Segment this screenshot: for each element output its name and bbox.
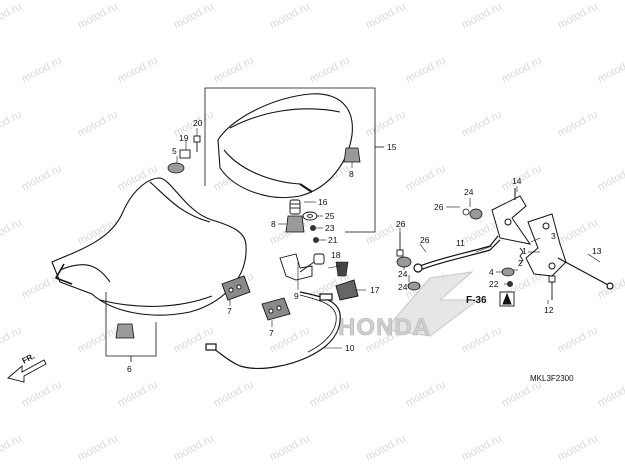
callout-26-left: 26 (396, 219, 406, 229)
rear-seat-cowl (217, 93, 353, 199)
rubber-grommet-8-lower (285, 215, 305, 233)
rod-11 (413, 235, 501, 273)
callout-24-lower: 24 (398, 282, 408, 292)
nut-23 (310, 225, 316, 231)
callout-20: 20 (193, 118, 203, 128)
collar-19 (179, 149, 191, 159)
callout-24-mid: 24 (398, 269, 408, 279)
callout-5: 5 (172, 146, 177, 156)
callout-21: 21 (328, 235, 338, 245)
diagram-code: MKL3F2300 (530, 374, 574, 383)
callout-25: 25 (325, 211, 335, 221)
front-direction-arrow (7, 359, 47, 383)
callout-labels: 20 19 5 15 8 16 8 25 23 21 24 26 14 26 2… (127, 118, 602, 374)
callout-24-top: 24 (464, 187, 474, 197)
seat-catch-17 (335, 279, 359, 301)
rod-13 (557, 257, 614, 290)
callout-3: 3 (551, 231, 556, 241)
bracket-14 (491, 188, 532, 245)
callout-2: 2 (518, 258, 523, 268)
callout-7-lower: 7 (269, 328, 274, 338)
rubber-grommet-8-upper (343, 147, 361, 163)
callout-16: 16 (318, 197, 328, 207)
callout-13: 13 (592, 246, 602, 256)
callout-26-right: 26 (434, 202, 444, 212)
bolt-12 (548, 275, 556, 300)
bolt-26-left (396, 232, 404, 257)
seat-lock-cable-10 (205, 291, 341, 369)
f36-reference-marker (499, 291, 515, 307)
callout-6: 6 (127, 364, 132, 374)
rider-seat (51, 177, 247, 316)
bolt-21 (313, 237, 319, 243)
helmet-holder-7-upper (221, 275, 251, 301)
grommet-24-mid (396, 256, 412, 268)
bolt-20 (193, 135, 201, 152)
honda-logo: HONDA (338, 271, 480, 341)
rear-cowl-group-bracket (204, 87, 384, 233)
grommet-24-lower (407, 281, 421, 291)
callout-7-upper: 7 (227, 306, 232, 316)
callout-23: 23 (325, 223, 335, 233)
nut-4-22 (501, 267, 515, 287)
lever-arm-1 (525, 213, 567, 277)
rubber-mount-5 (167, 162, 185, 174)
seat-lock-assembly (279, 253, 325, 281)
callout-17: 17 (370, 285, 380, 295)
callout-18: 18 (331, 250, 341, 260)
callout-19: 19 (179, 133, 189, 143)
callout-10: 10 (345, 343, 355, 353)
seat-bracket-6 (105, 292, 157, 362)
callout-9: 9 (294, 291, 299, 301)
callout-14: 14 (512, 176, 522, 186)
callout-12: 12 (544, 305, 554, 315)
leader-lines (176, 128, 601, 349)
honda-logo-text: HONDA (338, 314, 431, 341)
seat-rubber-mount (115, 323, 135, 339)
spring-washer-16 (289, 199, 301, 215)
callout-8-lower: 8 (271, 219, 276, 229)
callout-26-mid: 26 (420, 235, 430, 245)
callout-22: 22 (489, 279, 499, 289)
callout-1: 1 (522, 246, 527, 256)
callout-11: 11 (456, 238, 465, 248)
washer-25 (302, 211, 318, 221)
reference-f36-label: F-36 (466, 295, 487, 306)
spring-2 (519, 247, 524, 265)
grommet-18 (335, 261, 349, 277)
callout-8-upper: 8 (349, 169, 354, 179)
callout-4: 4 (489, 267, 494, 277)
collar-26-right (462, 208, 483, 220)
helmet-holder-7-lower (261, 297, 291, 321)
callout-15: 15 (387, 142, 397, 152)
